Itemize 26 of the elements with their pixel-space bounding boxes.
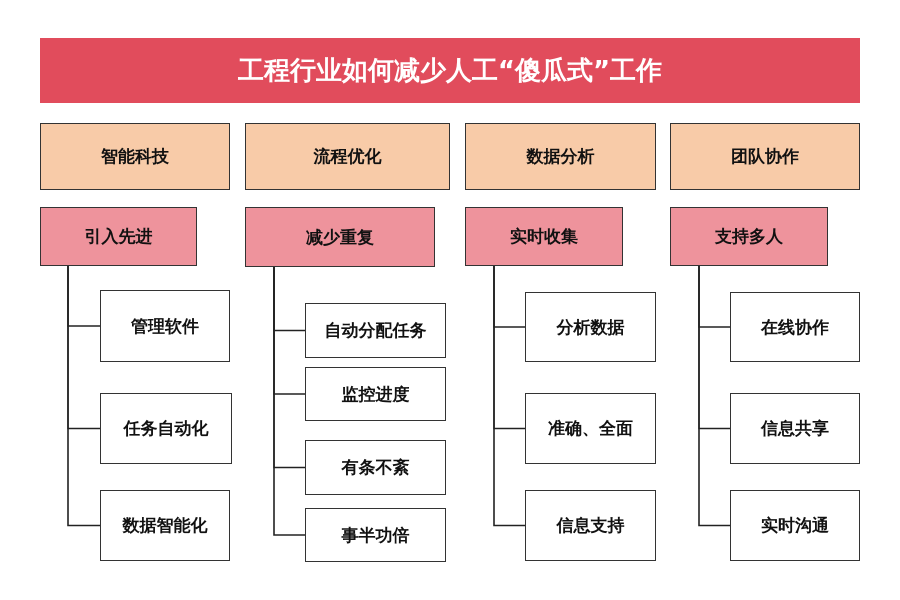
leaf-box: 监控进度 (305, 367, 446, 421)
subcategory-box: 支持多人 (670, 207, 828, 266)
subcategory-box: 减少重复 (245, 207, 435, 267)
connector-line (493, 266, 525, 526)
connector-line (67, 266, 100, 526)
connector-line (273, 267, 305, 536)
title-text: 工程行业如何减少人工“傻瓜式”工作 (238, 55, 662, 88)
leaf-box: 任务自动化 (100, 393, 232, 464)
category-box: 团队协作 (670, 123, 860, 190)
category-box: 智能科技 (40, 123, 230, 190)
leaf-box: 信息共享 (730, 393, 860, 464)
leaf-box: 实时沟通 (730, 490, 860, 561)
leaf-box: 在线协作 (730, 292, 860, 362)
leaf-box: 自动分配任务 (305, 303, 446, 358)
category-box: 流程优化 (245, 123, 450, 190)
leaf-box: 数据智能化 (100, 490, 230, 561)
leaf-box: 事半功倍 (305, 508, 446, 562)
leaf-box: 管理软件 (100, 290, 230, 362)
leaf-box: 信息支持 (525, 490, 656, 561)
leaf-box: 准确、全面 (525, 393, 656, 464)
connector-line (698, 266, 730, 526)
category-box: 数据分析 (465, 123, 656, 190)
leaf-box: 分析数据 (525, 292, 656, 362)
leaf-box: 有条不紊 (305, 440, 446, 495)
subcategory-box: 引入先进 (40, 207, 197, 266)
subcategory-box: 实时收集 (465, 207, 623, 266)
